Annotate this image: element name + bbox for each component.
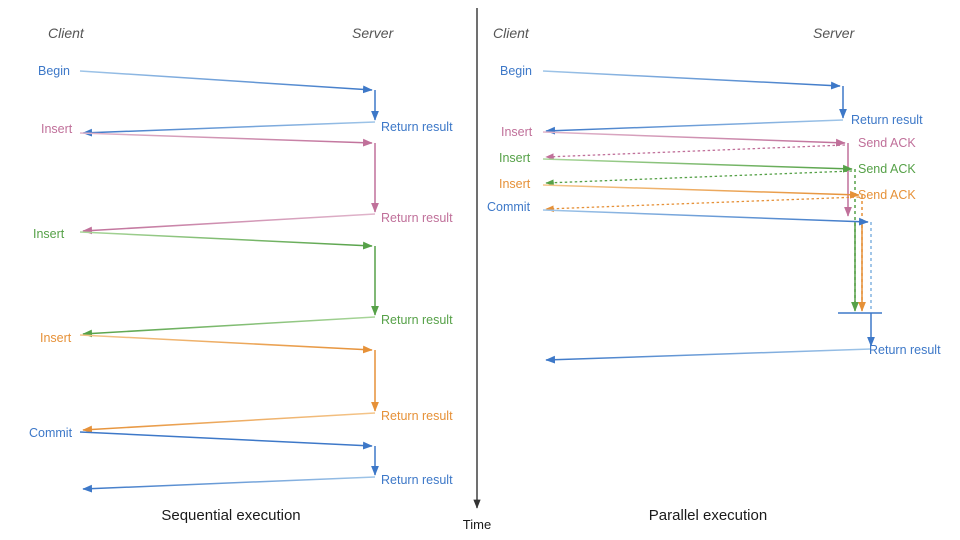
seq-insert3-label: Insert [40,331,72,345]
par-insert3-request-arrow [542,184,860,199]
par-begin-return-label: Return result [851,113,923,127]
sequential-client-label: Client [48,25,85,41]
seq-commit-group: Commit Return result [29,426,453,493]
par-insert2-label: Insert [499,151,531,165]
parallel-caption: Parallel execution [649,507,767,524]
seq-commit-label: Commit [29,426,73,440]
sequential-server-label: Server [352,25,395,41]
seq-insert2-group: Insert Return result [33,227,453,338]
seq-insert2-return-label: Return result [381,313,453,327]
par-commit-group: Commit Return result [487,200,941,364]
par-commit-request-arrow [542,209,869,226]
par-insert1-ack-label: Send ACK [858,136,916,150]
seq-insert2-label: Insert [33,227,65,241]
panel-parallel: Client Server Begin Return result Insert… [487,25,941,524]
par-begin-return-arrow [545,119,844,135]
par-insert1-group: Insert Send ACK [501,125,916,217]
par-final-return-label: Return result [869,343,941,357]
seq-begin-group: Begin Return result [38,64,453,137]
seq-begin-label: Begin [38,64,70,78]
time-axis: Time [463,8,491,532]
seq-insert3-return-arrow [82,412,376,434]
par-commit-label: Commit [487,200,531,214]
seq-insert2-return-arrow [82,316,376,338]
seq-insert3-request-arrow [79,334,373,354]
par-insert1-ack-arrow [545,144,846,161]
par-insert1-request-arrow [542,131,846,147]
par-begin-group: Begin Return result [500,64,923,135]
par-begin-label: Begin [500,64,532,78]
par-insert2-group: Insert Send ACK [499,151,916,312]
par-begin-request-arrow [542,70,841,90]
par-insert2-request-arrow [542,158,853,173]
panel-sequential: Client Server Begin Return result Insert… [29,25,453,524]
seq-commit-request-arrow [79,431,373,450]
parallel-server-label: Server [813,25,856,41]
seq-commit-return-label: Return result [381,473,453,487]
par-insert3-label: Insert [499,177,531,191]
seq-commit-return-arrow [82,476,376,493]
time-axis-label: Time [463,517,491,532]
par-insert3-group: Insert Send ACK [499,177,916,312]
par-insert3-ack-label: Send ACK [858,188,916,202]
seq-insert2-request-arrow [79,231,373,250]
par-insert3-ack-arrow [545,196,860,213]
seq-begin-return-label: Return result [381,120,453,134]
seq-insert3-group: Insert Return result [40,331,453,434]
seq-insert1-label: Insert [41,122,73,136]
seq-insert1-request-arrow [79,132,373,147]
par-insert1-label: Insert [501,125,533,139]
parallel-client-label: Client [493,25,530,41]
sequential-caption: Sequential execution [161,507,300,524]
par-insert2-ack-arrow [545,170,853,187]
par-final-return-arrow [545,348,872,364]
par-insert2-ack-label: Send ACK [858,162,916,176]
seq-insert3-return-label: Return result [381,409,453,423]
seq-begin-return-arrow [82,121,376,137]
seq-insert1-return-label: Return result [381,211,453,225]
seq-begin-request-arrow [79,70,373,94]
seq-insert1-group: Insert Return result [41,122,453,235]
seq-insert1-return-arrow [82,213,376,235]
